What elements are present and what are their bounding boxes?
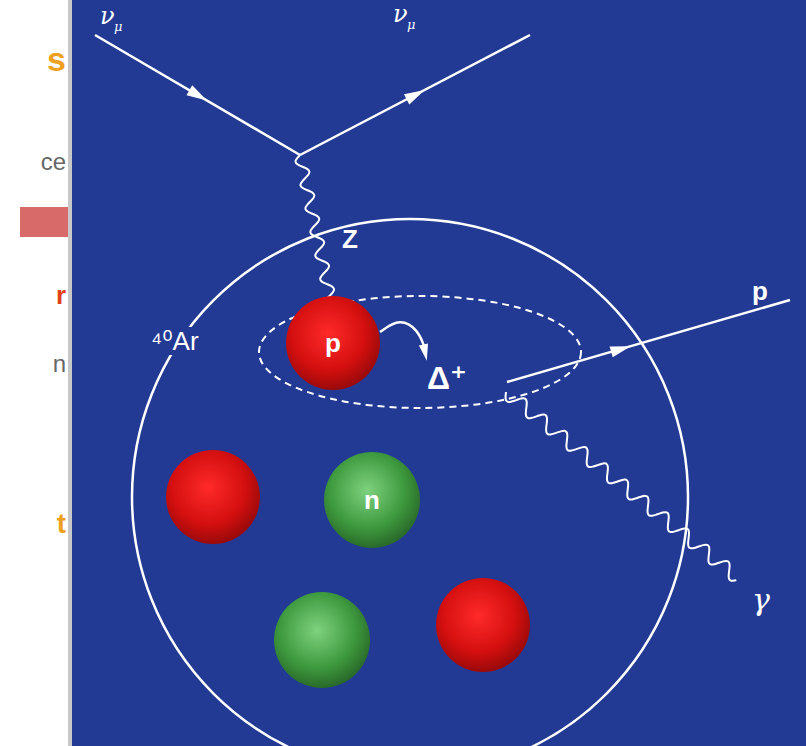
neutron-ball	[274, 592, 370, 688]
particle-lines	[95, 35, 790, 581]
particle-label: γ	[752, 585, 770, 615]
cut-text: n	[53, 352, 66, 376]
proton-ball	[436, 578, 530, 672]
nucleus-outline	[132, 219, 688, 746]
subscript: μ	[407, 18, 415, 31]
photon-line	[506, 392, 737, 581]
cut-text: t	[57, 510, 66, 538]
proton-ball: p	[286, 296, 380, 390]
cut-text: ce	[41, 150, 66, 174]
proton-ball	[286, 296, 380, 390]
arrowhead	[187, 85, 207, 100]
particle-label: Δ⁺	[427, 362, 467, 394]
arrowhead	[610, 346, 631, 357]
particle-label: n	[364, 487, 380, 513]
neutron-ball: n	[324, 452, 420, 548]
nucleus-label: ⁴⁰Ar	[148, 327, 202, 355]
boson-label: Z	[342, 226, 358, 252]
proton-ball	[166, 450, 260, 544]
nucleus-circle: ⁴⁰ArΔ⁺ p n	[130, 217, 690, 746]
arrowhead	[404, 90, 425, 104]
transition-arrow	[380, 322, 424, 346]
cut-text: r	[56, 282, 66, 308]
panel-background	[72, 0, 806, 746]
z-boson-line	[296, 155, 334, 299]
interaction-ellipse: Δ⁺ p	[257, 294, 583, 410]
particle-label: ν	[393, 2, 408, 26]
cut-text: s	[47, 42, 66, 76]
neutron-ball	[324, 452, 420, 548]
outgoing-neutrino	[300, 35, 530, 155]
subscript: μ	[114, 20, 122, 33]
particle-label: p	[752, 278, 768, 304]
arrowhead	[419, 344, 428, 361]
outgoing-proton	[507, 300, 790, 382]
particle-label: p	[325, 330, 341, 356]
incoming-neutrino	[95, 35, 300, 155]
ellipse-outline	[259, 296, 581, 408]
particle-label: ν	[100, 4, 115, 28]
highlight-bar	[20, 207, 72, 237]
